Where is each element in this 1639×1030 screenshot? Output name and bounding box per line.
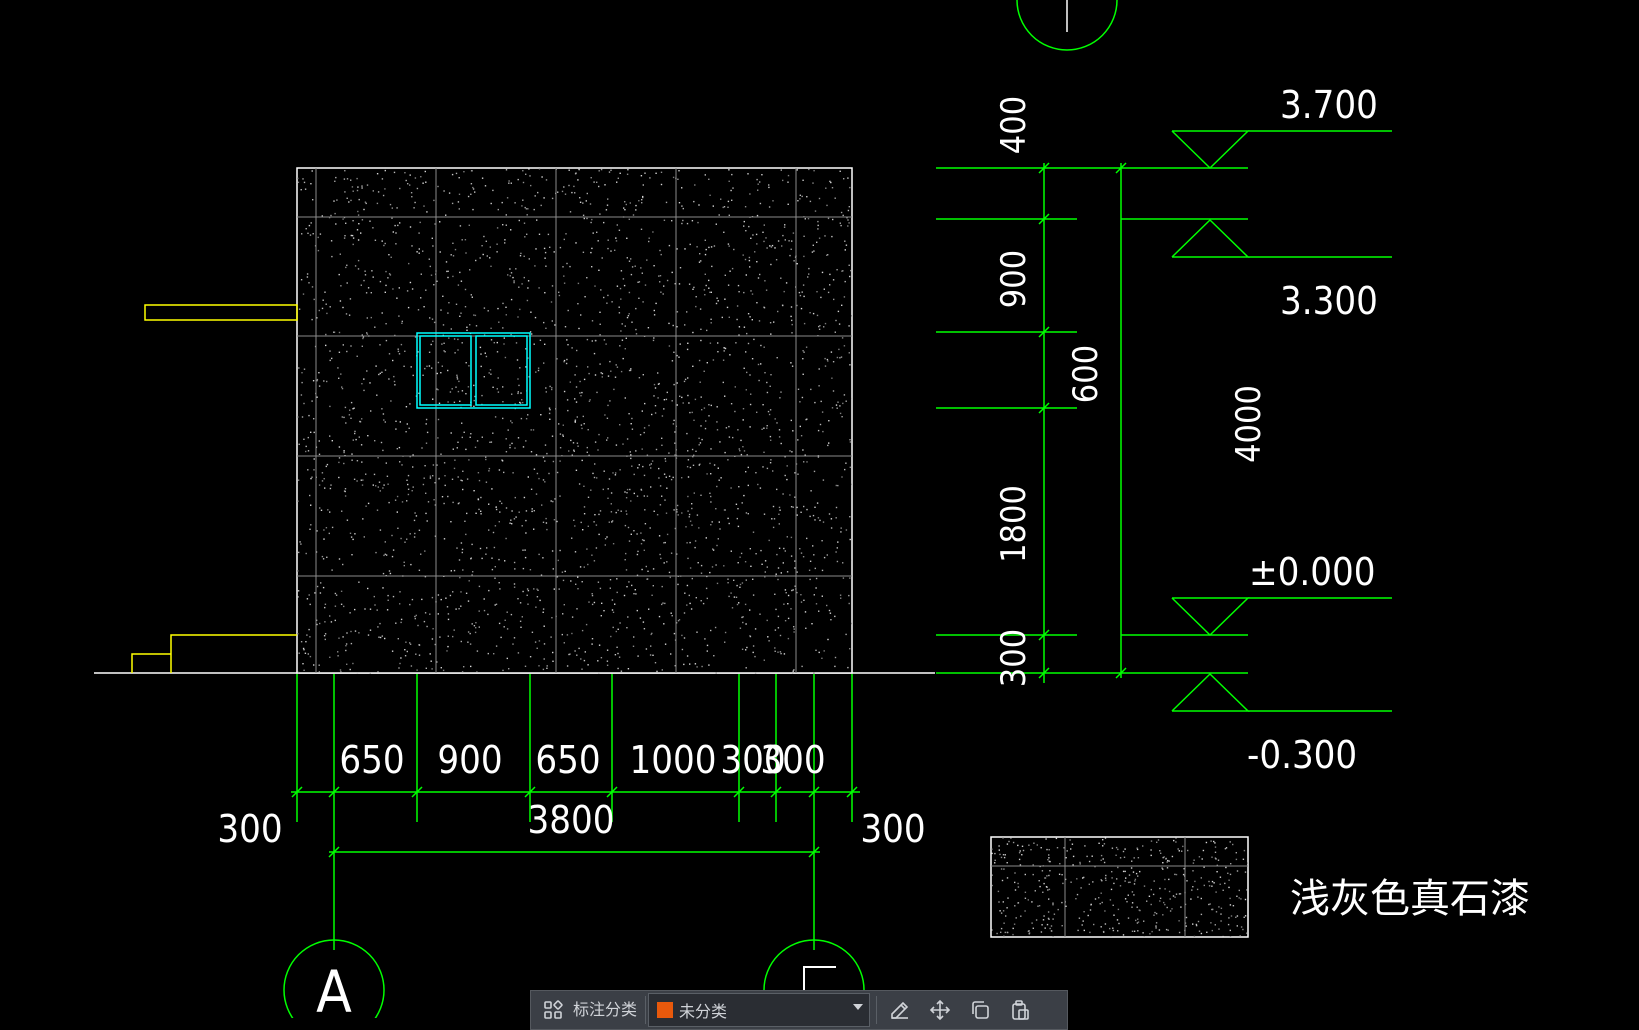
dim-900-bottom: 900 bbox=[437, 738, 502, 782]
move-button[interactable] bbox=[923, 993, 957, 1027]
elevation-label-minus300: -0.300 bbox=[1247, 733, 1357, 777]
entrance-steps bbox=[131, 634, 297, 673]
wall-elevation[interactable] bbox=[296, 167, 853, 674]
dim-300-vertical: 300 bbox=[994, 629, 1034, 687]
dim-300-left: 300 bbox=[217, 807, 282, 851]
dimension-category-toolbar: 标注分类 未分类 bbox=[530, 990, 1068, 1030]
dim-1800: 1800 bbox=[994, 485, 1034, 563]
dim-300-a: 300 bbox=[720, 738, 785, 782]
dim-1000: 1000 bbox=[630, 738, 717, 782]
elevation-marker-3300 bbox=[1171, 218, 1392, 258]
axis-bubble-top bbox=[1016, 0, 1118, 51]
axis-bubble-a: A bbox=[283, 939, 385, 1018]
elevation-label-0000: ±0.000 bbox=[1249, 550, 1376, 594]
dim-900: 900 bbox=[994, 250, 1034, 308]
material-legend bbox=[990, 836, 1249, 938]
chevron-down-icon bbox=[853, 1004, 864, 1010]
stone-paint-hatch bbox=[297, 168, 852, 674]
material-legend-label: 浅灰色真石漆 bbox=[1290, 876, 1530, 922]
elevation-marker-3700 bbox=[1171, 130, 1392, 170]
elevation-marker-0000 bbox=[1171, 597, 1392, 637]
dim-300-right: 300 bbox=[860, 807, 925, 851]
right-dimension-chain bbox=[936, 162, 1248, 683]
window[interactable] bbox=[416, 332, 531, 409]
dim-650-b: 650 bbox=[535, 738, 600, 782]
panel-grid bbox=[297, 168, 852, 673]
grid-icon[interactable] bbox=[539, 996, 567, 1024]
elevation-label-3300: 3.300 bbox=[1280, 279, 1378, 323]
axis-label-a: A bbox=[316, 958, 352, 1018]
wall-outline bbox=[296, 167, 853, 674]
canopy bbox=[144, 304, 298, 321]
dimension-category-label: 标注分类 bbox=[573, 996, 647, 1024]
elevation-marker-minus300 bbox=[1171, 672, 1392, 712]
dim-400: 400 bbox=[994, 96, 1034, 154]
elevation-label-3700: 3.700 bbox=[1280, 83, 1378, 127]
copy-button[interactable] bbox=[963, 993, 997, 1027]
dim-650-a: 650 bbox=[339, 738, 404, 782]
toolbar-divider bbox=[876, 996, 878, 1024]
bottom-dimension-chain bbox=[291, 674, 860, 950]
dim-300-b: 300 bbox=[760, 738, 825, 782]
dim-4000: 4000 bbox=[1229, 385, 1269, 463]
dim-3800: 3800 bbox=[528, 798, 615, 842]
dim-600: 600 bbox=[1066, 345, 1106, 403]
dimension-category-select[interactable]: 未分类 bbox=[648, 993, 871, 1027]
category-select-value: 未分类 bbox=[679, 1002, 728, 1021]
edit-button[interactable] bbox=[883, 993, 917, 1027]
category-color-swatch bbox=[657, 1002, 674, 1018]
paste-button[interactable] bbox=[1003, 993, 1037, 1027]
